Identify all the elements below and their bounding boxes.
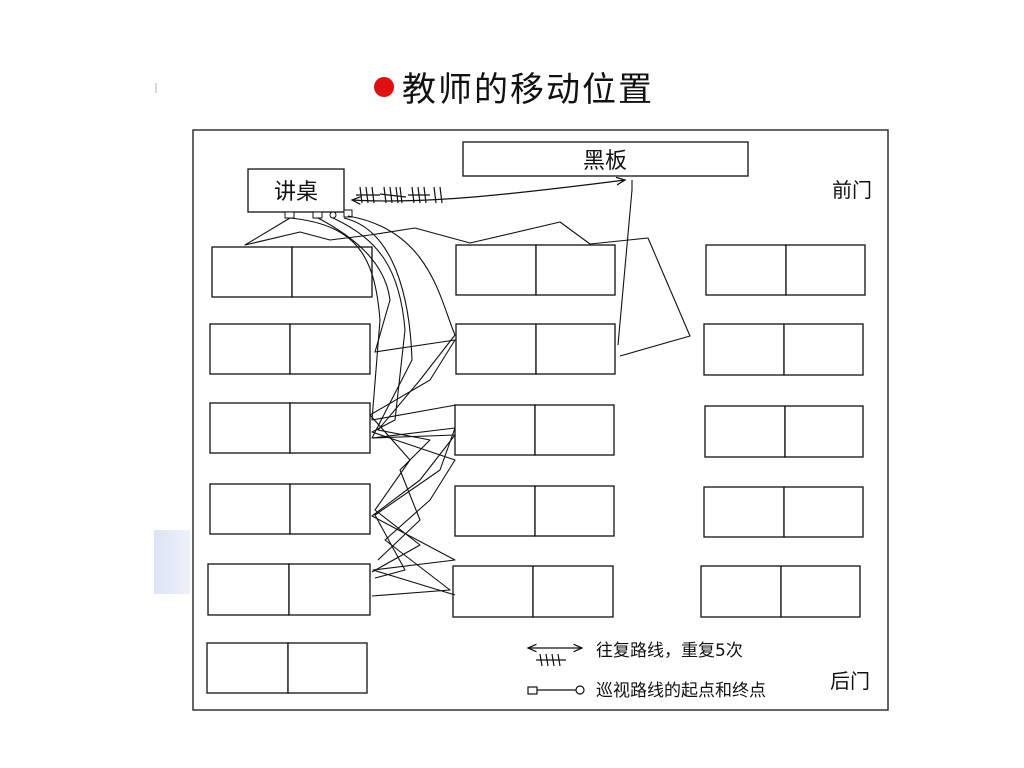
legend-repeat-label: 往复路线，重复5次 xyxy=(596,641,743,661)
desk xyxy=(209,483,291,535)
desk xyxy=(703,323,785,376)
desk xyxy=(289,323,371,375)
podium-label: 讲桌 xyxy=(274,180,318,205)
desk xyxy=(289,402,371,454)
legend: 往复路线，重复5次 巡视路线的起点和终点 xyxy=(528,641,766,701)
legend-patrol-label: 巡视路线的起点和终点 xyxy=(596,681,766,701)
desk xyxy=(703,486,785,538)
desk xyxy=(783,323,864,376)
desk-column-left xyxy=(206,246,373,694)
desk-column-right xyxy=(700,244,866,618)
blackboard-label: 黑板 xyxy=(583,149,627,174)
desk xyxy=(532,565,614,618)
desk-column-middle xyxy=(452,244,616,618)
podium: 讲桌 xyxy=(247,168,353,219)
slide-title: 教师的移动位置 xyxy=(374,62,654,111)
desk xyxy=(455,323,537,375)
desk xyxy=(452,565,534,618)
desk xyxy=(288,563,371,616)
bullet-dot-icon xyxy=(374,76,394,97)
desk xyxy=(785,244,866,296)
desk xyxy=(780,565,861,618)
patrol-routes xyxy=(244,180,691,597)
repeat-route xyxy=(352,180,625,203)
desk xyxy=(705,244,787,296)
desk xyxy=(783,486,864,538)
desk xyxy=(209,323,291,375)
legend-patrol-symbol xyxy=(527,685,585,695)
blackboard: 黑板 xyxy=(462,141,749,177)
desk xyxy=(455,244,537,296)
desk xyxy=(700,565,782,618)
desk xyxy=(535,323,616,375)
desk xyxy=(207,563,290,616)
decorative-shade xyxy=(154,530,190,594)
legend-repeat-symbol xyxy=(528,648,582,667)
desk xyxy=(535,244,616,296)
desk xyxy=(704,405,786,458)
desk xyxy=(206,642,289,694)
desk xyxy=(211,246,293,298)
desk xyxy=(534,485,615,537)
desk xyxy=(209,402,291,454)
desk xyxy=(534,404,615,456)
back-door-label: 后门 xyxy=(830,669,870,693)
front-door-label: 前门 xyxy=(832,178,872,202)
desk xyxy=(454,404,536,456)
desk xyxy=(454,485,536,537)
desk xyxy=(291,246,373,298)
desk xyxy=(289,483,371,535)
decorative-mark xyxy=(155,83,157,93)
desk xyxy=(287,642,368,694)
slide-title-text: 教师的移动位置 xyxy=(402,70,654,110)
desk xyxy=(784,405,864,458)
